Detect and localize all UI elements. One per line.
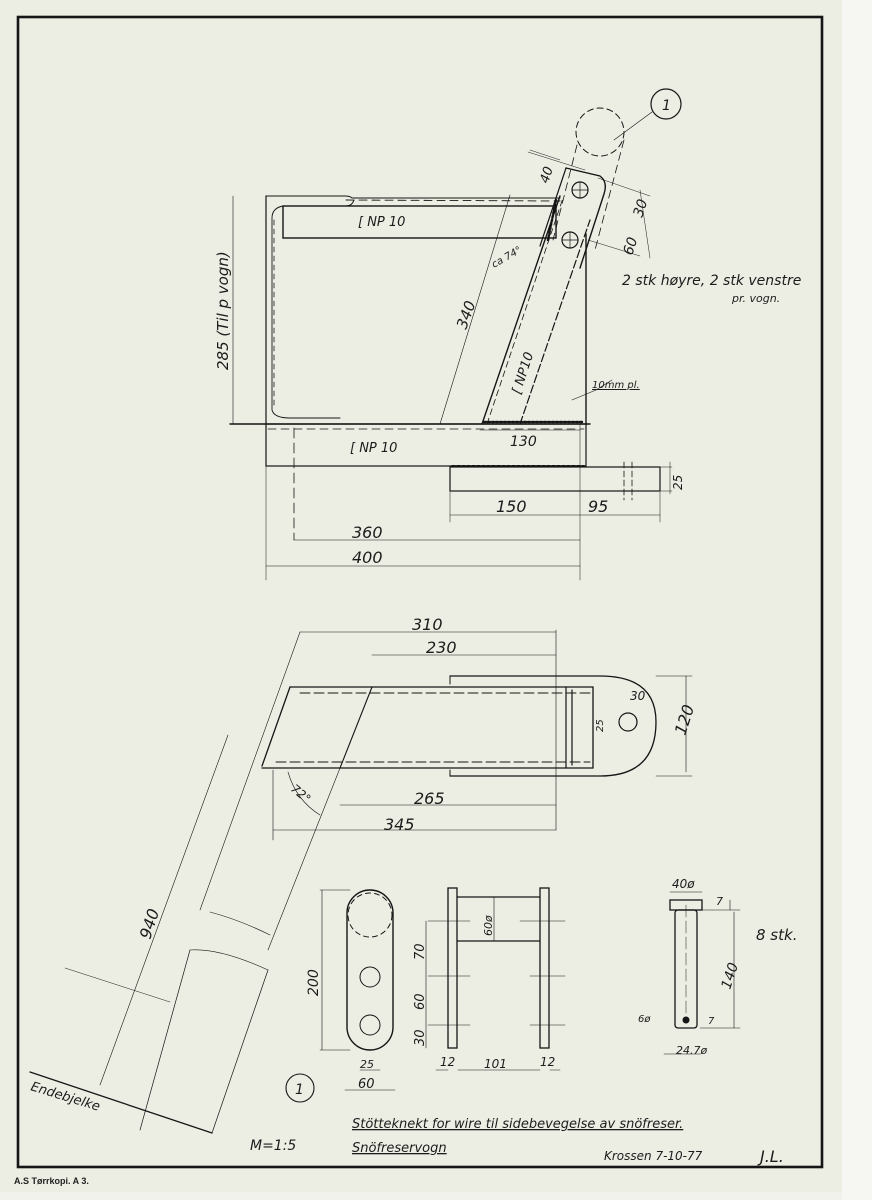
pin-cross-hole: 6ø <box>638 1014 651 1025</box>
pin-quantity: 8 stk. <box>756 926 797 944</box>
pin-length: 140 <box>719 961 743 991</box>
dim-30-top: 30 <box>630 689 646 703</box>
dim-40: 40 <box>538 165 557 185</box>
dim-60: 60 <box>621 235 642 257</box>
dim-150: 150 <box>496 497 527 516</box>
dim-360: 360 <box>352 523 383 542</box>
dim-120: 120 <box>671 702 699 737</box>
pin-head-dia: 40ø <box>672 877 695 891</box>
pin-head-thk: 7 <box>716 895 723 908</box>
drawing-title: Stötteknekt for wire til sidebevegelse a… <box>352 1117 683 1132</box>
detail-balloon-label: 1 <box>295 1082 304 1098</box>
dim-60-side: 60 <box>413 993 428 1010</box>
pin-end-offset: 7 <box>708 1016 715 1027</box>
drawing-sheet <box>0 0 842 1192</box>
scale-label: M=1:5 <box>250 1138 296 1154</box>
quantity-note: 2 stk høyre, 2 stk venstre <box>622 273 801 289</box>
quantity-note-2: pr. vogn. <box>731 292 780 305</box>
dim-95: 95 <box>588 497 608 516</box>
bottom-channel-label: [ NP 10 <box>350 441 397 456</box>
initials: J.L. <box>757 1147 784 1166</box>
height-dimension: 285 (Til p vogn) <box>214 251 232 370</box>
diagonal-length-dimension: 340 <box>453 298 480 331</box>
dim-60-dia: 60ø <box>482 915 495 936</box>
dim-12-right: 12 <box>540 1055 555 1069</box>
angle-label: ca 74° <box>490 245 524 271</box>
paper-edge <box>842 0 872 1200</box>
dim-12-left: 12 <box>440 1055 455 1069</box>
angle-72: 72° <box>288 782 313 806</box>
dim-230: 230 <box>426 638 457 657</box>
plate-note: 10mm pl. <box>592 380 640 391</box>
dim-200: 200 <box>306 969 322 996</box>
dim-310: 310 <box>412 615 443 634</box>
dim-940: 940 <box>136 906 164 941</box>
dim-25-top: 25 <box>595 719 606 732</box>
dim-60-plate: 60 <box>358 1077 375 1092</box>
pin-shaft-dia: 24.7ø <box>676 1044 707 1057</box>
sheet-border <box>16 15 824 1169</box>
dim-130: 130 <box>510 434 537 450</box>
dim-101: 101 <box>484 1057 507 1071</box>
dim-30-side: 30 <box>413 1029 428 1046</box>
top-channel-label: [ NP 10 <box>358 215 405 230</box>
dim-400: 400 <box>352 548 383 567</box>
dim-345: 345 <box>384 815 415 834</box>
diagonal-channel-label: [ NP10 <box>510 350 538 396</box>
dim-25-plate: 25 <box>360 1058 374 1071</box>
signature-date: Krossen 7-10-77 <box>604 1149 703 1163</box>
dim-70: 70 <box>413 943 428 960</box>
dim-265: 265 <box>414 789 445 808</box>
dim-30: 30 <box>631 197 652 219</box>
end-beam-label: Endebjelke <box>29 1079 102 1114</box>
drawing-subtitle: Snöfreservogn <box>352 1141 447 1156</box>
dim-25: 25 <box>671 475 685 490</box>
part-balloon-label: 1 <box>662 98 671 114</box>
paper-stamp: A.S Tørrkopi. A 3. <box>14 1176 89 1186</box>
